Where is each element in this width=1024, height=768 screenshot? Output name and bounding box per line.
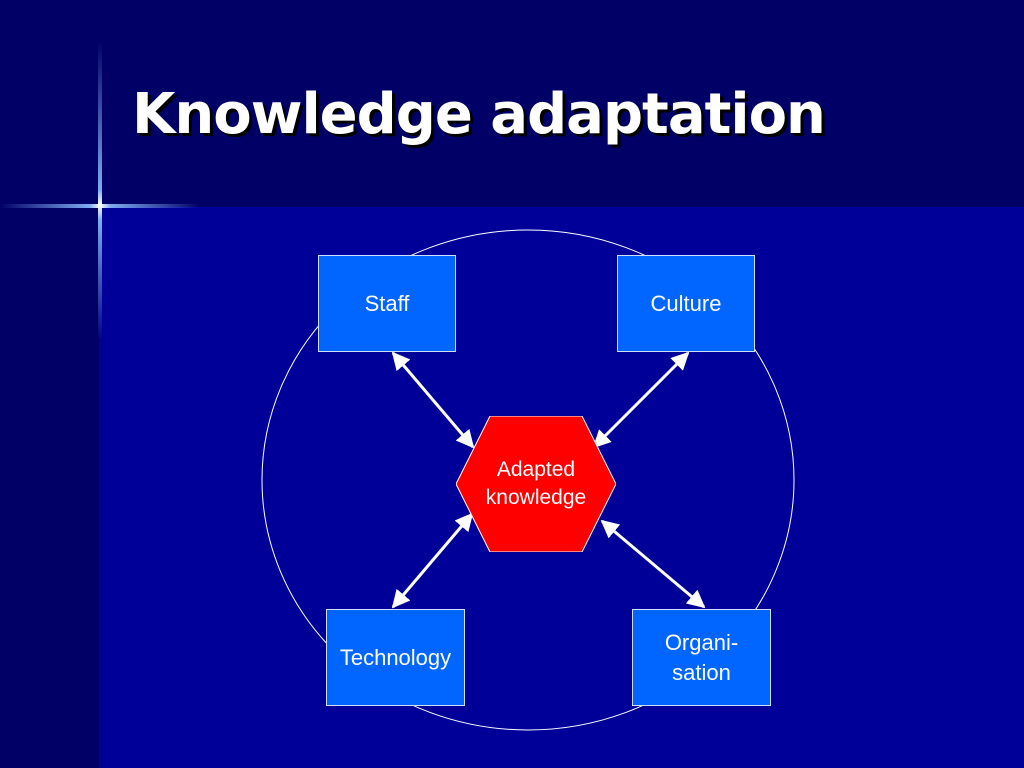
center-label-line2: knowledge [485, 486, 587, 509]
node-staff: Staff [318, 255, 456, 352]
outer-circle [261, 229, 795, 731]
connector-culture [592, 351, 690, 449]
connector-technology [391, 512, 474, 609]
node-organisation: Organi- sation [632, 609, 771, 706]
node-culture-label: Culture [650, 290, 722, 316]
light-flare-vertical [98, 40, 102, 340]
center-hexagon: Adapted knowledge [456, 416, 616, 552]
node-organisation-label-line2: sation [672, 659, 731, 685]
connector-organisation [600, 519, 706, 609]
center-label: Adapted knowledge [486, 456, 586, 512]
connector-staff [391, 351, 475, 449]
node-technology: Technology [326, 609, 465, 706]
hexagon-shape [456, 416, 616, 552]
node-staff-label: Staff [364, 290, 410, 316]
node-technology-label: Technology [339, 644, 452, 670]
header-band [0, 0, 1024, 207]
node-organisation-label-line1: Organi- [664, 629, 739, 655]
slide-title: Knowledge adaptation [132, 82, 826, 147]
node-culture: Culture [617, 255, 755, 352]
left-margin-band [0, 207, 99, 768]
center-label-line1: Adapted [496, 458, 576, 481]
